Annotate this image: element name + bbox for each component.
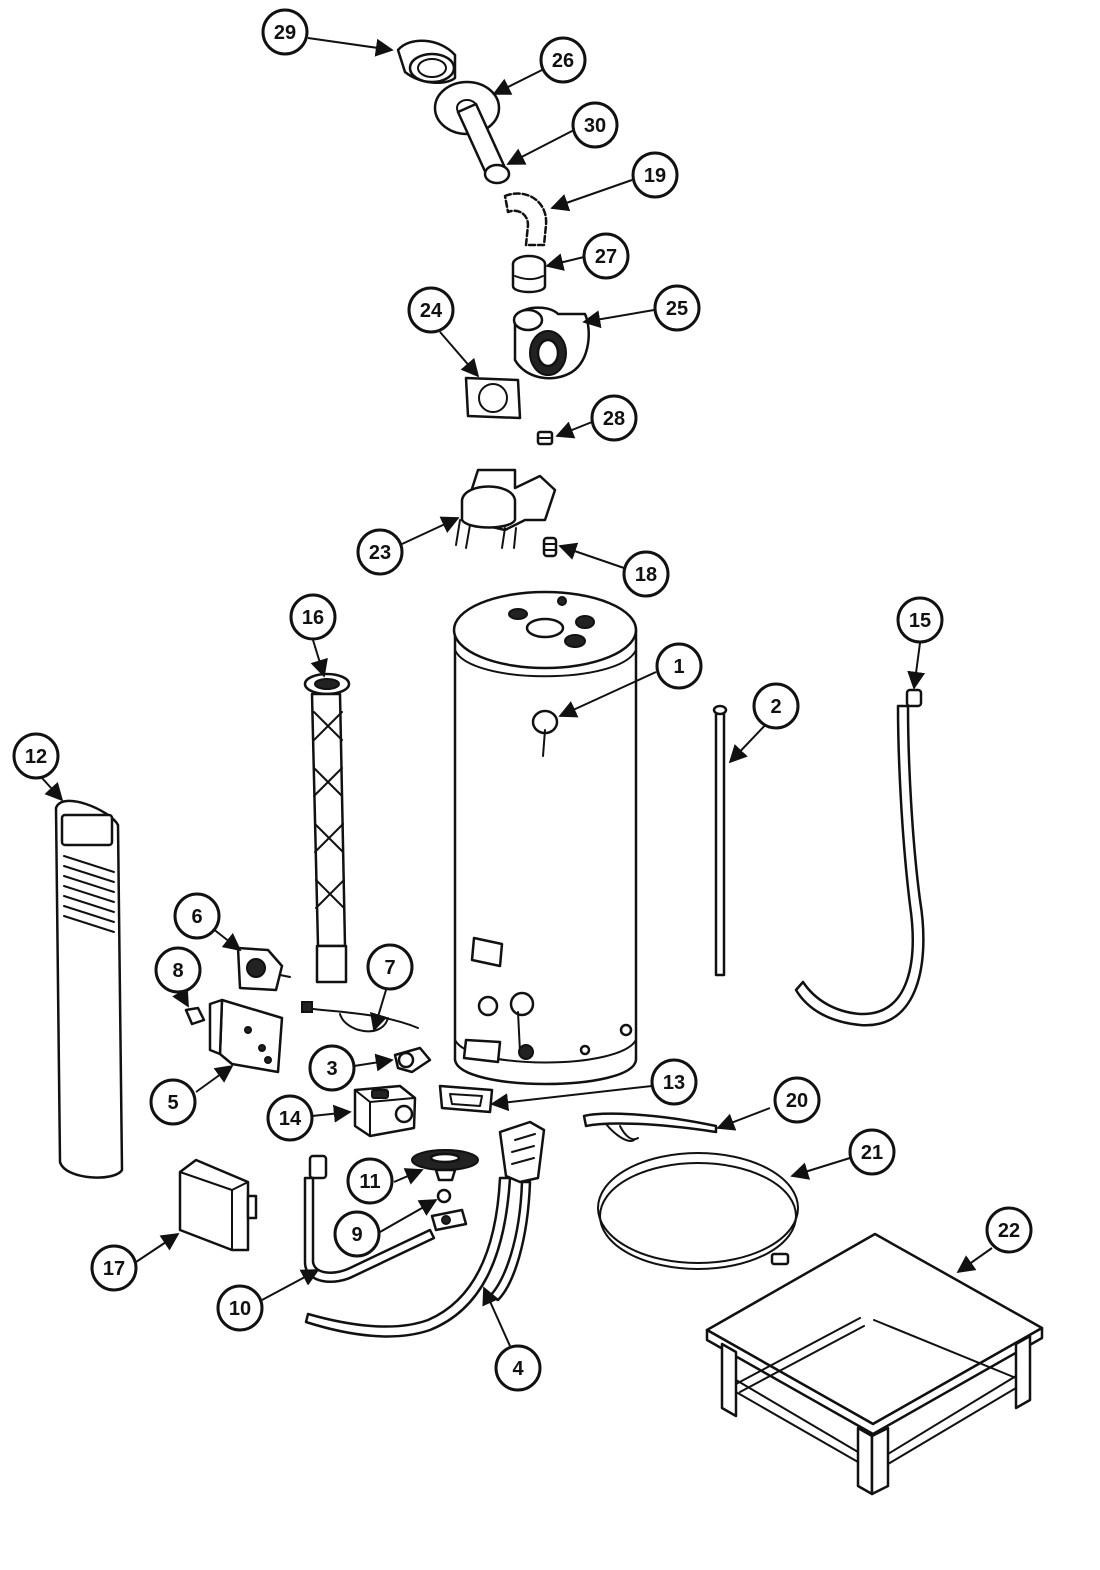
callout-5: 5 — [149, 1078, 197, 1126]
callout-15: 15 — [896, 596, 944, 644]
svg-text:11: 11 — [359, 1171, 380, 1193]
svg-text:24: 24 — [420, 300, 443, 322]
svg-text:9: 9 — [351, 1224, 362, 1246]
svg-text:16: 16 — [302, 607, 324, 629]
callout-23: 23 — [356, 528, 404, 576]
part-1-tank — [452, 590, 638, 1086]
leader-lines — [41, 37, 993, 1347]
part-15-dip-tube — [794, 688, 925, 1027]
callout-6: 6 — [173, 892, 221, 940]
callout-14: 14 — [266, 1094, 314, 1142]
svg-text:14: 14 — [279, 1108, 302, 1130]
svg-text:3: 3 — [326, 1058, 337, 1080]
svg-text:6: 6 — [191, 906, 202, 928]
callout-1: 1 — [655, 642, 703, 690]
part-12-outer-door — [54, 799, 124, 1179]
part-19-vent-elbow — [503, 192, 548, 247]
part-18-fitting — [542, 536, 558, 558]
svg-text:8: 8 — [172, 960, 183, 982]
part-13-inner-door — [438, 1084, 494, 1114]
callout-13: 13 — [650, 1058, 698, 1106]
callout-11: 11 — [346, 1157, 394, 1205]
svg-text:13: 13 — [663, 1072, 685, 1094]
svg-text:1: 1 — [673, 656, 684, 678]
part-30-vent-pipe — [483, 163, 511, 185]
part-4-thermocouple — [304, 1120, 546, 1338]
part-11-burner — [411, 1149, 479, 1182]
callout-9: 9 — [333, 1210, 381, 1258]
part-5-mounting-bracket — [208, 998, 284, 1074]
callout-21: 21 — [848, 1128, 896, 1176]
callout-25: 25 — [653, 284, 701, 332]
part-6-sensor — [236, 946, 291, 992]
part-20-igniter — [582, 1112, 718, 1142]
svg-text:28: 28 — [603, 408, 625, 430]
callout-8: 8 — [154, 946, 202, 994]
svg-text:4: 4 — [512, 1358, 524, 1380]
svg-text:27: 27 — [595, 246, 617, 268]
part-14-gas-valve — [353, 1084, 417, 1138]
svg-text:7: 7 — [384, 957, 395, 979]
callout-2: 2 — [752, 682, 800, 730]
callout-26: 26 — [539, 36, 587, 84]
svg-text:30: 30 — [584, 115, 606, 137]
svg-text:10: 10 — [229, 1298, 251, 1320]
callout-3: 3 — [308, 1044, 356, 1092]
part-29-vent-cap — [396, 39, 457, 85]
svg-text:21: 21 — [861, 1142, 883, 1164]
svg-text:20: 20 — [786, 1090, 808, 1112]
part-21-tank-band — [597, 1152, 799, 1270]
part-3-pressure-switch — [393, 1046, 432, 1074]
callout-20: 20 — [773, 1076, 821, 1124]
part-23-draft-hood — [455, 468, 557, 549]
part-16-flex-connector — [303, 672, 351, 984]
part-22-stand — [705, 1232, 1044, 1496]
svg-text:12: 12 — [25, 746, 47, 768]
callout-29: 29 — [261, 8, 309, 56]
callout-4: 4 — [494, 1344, 542, 1392]
callout-18: 18 — [622, 550, 670, 598]
svg-text:5: 5 — [167, 1092, 178, 1114]
part-8-screw — [184, 1006, 206, 1026]
svg-text:22: 22 — [998, 1220, 1020, 1242]
svg-text:23: 23 — [369, 542, 391, 564]
svg-text:19: 19 — [644, 165, 666, 187]
part-24-gasket — [464, 376, 522, 420]
svg-text:18: 18 — [635, 564, 657, 586]
callout-17: 17 — [90, 1244, 138, 1292]
callout-28: 28 — [590, 394, 638, 442]
part-9-orifice — [430, 1188, 468, 1232]
part-26-vent-flange — [433, 80, 508, 180]
callout-22: 22 — [985, 1206, 1033, 1254]
callout-30: 30 — [571, 101, 619, 149]
svg-text:26: 26 — [552, 50, 574, 72]
callout-16: 16 — [289, 593, 337, 641]
part-27-vent-coupling — [511, 254, 547, 294]
part-28-screw — [536, 430, 554, 446]
callout-10: 10 — [216, 1284, 264, 1332]
callout-24: 24 — [407, 286, 455, 334]
callout-7: 7 — [366, 943, 414, 991]
part-17-control-module — [178, 1158, 258, 1252]
svg-text:2: 2 — [770, 696, 781, 718]
part-2-anode-rod — [712, 704, 728, 977]
callout-12: 12 — [12, 732, 60, 780]
part-25-blower-assembly — [512, 306, 590, 380]
svg-text:17: 17 — [103, 1258, 125, 1280]
svg-text:15: 15 — [909, 610, 931, 632]
callout-27: 27 — [582, 232, 630, 280]
svg-text:29: 29 — [274, 22, 296, 44]
part-7-wire-harness — [301, 1001, 419, 1033]
callout-19: 19 — [631, 151, 679, 199]
svg-text:25: 25 — [666, 298, 688, 320]
